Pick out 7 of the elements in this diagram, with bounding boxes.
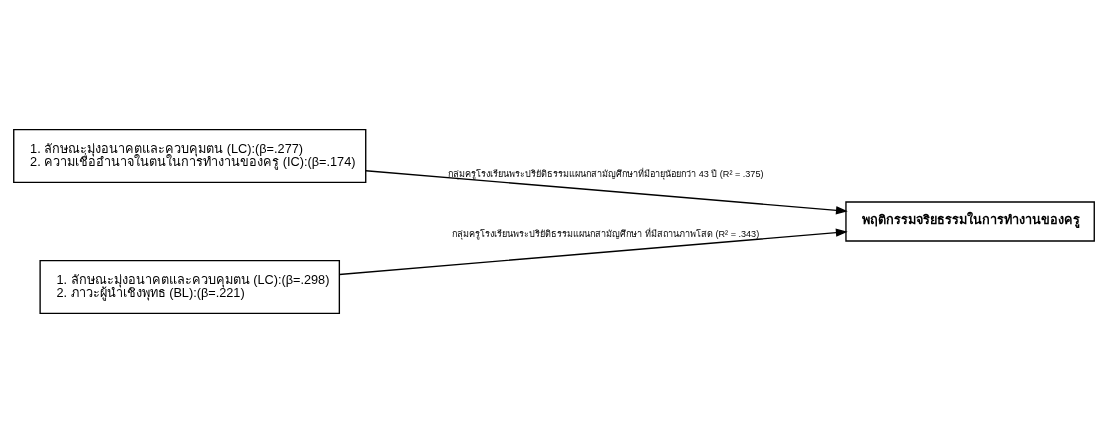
arrow [338, 228, 848, 275]
edge-label: กลุ่มครูโรงเรียนพระปริยัติธรรมแผนกสามัญศึกษา ที่มีสถานภาพโสด (R² = .343) [452, 228, 760, 239]
node-box: 1. ลักษณะมุ่งอนาคตและควบคุมตน (LC):(β=.277) 2. ความเชื่ออำนาจในตนในการทำงานของครู (IC):(β=.174) [13, 128, 367, 183]
node-box: 1. ลักษณะมุ่งอนาคตและควบคุมตน (LC):(β=.298) 2. ภาวะผู้นำเชิงพุทธ (BL):(β=.221) [39, 259, 341, 314]
edge-label: กลุ่มครูโรงเรียนพระปริยัติธรรมแผนกสามัญศึกษาที่มีอายุน้อยกว่า 43 ปี (R² = .375) [448, 168, 764, 179]
arrow [365, 169, 848, 214]
node-box: พฤติกรรมจริยธรรมในการทำงานของครู [845, 200, 1095, 242]
